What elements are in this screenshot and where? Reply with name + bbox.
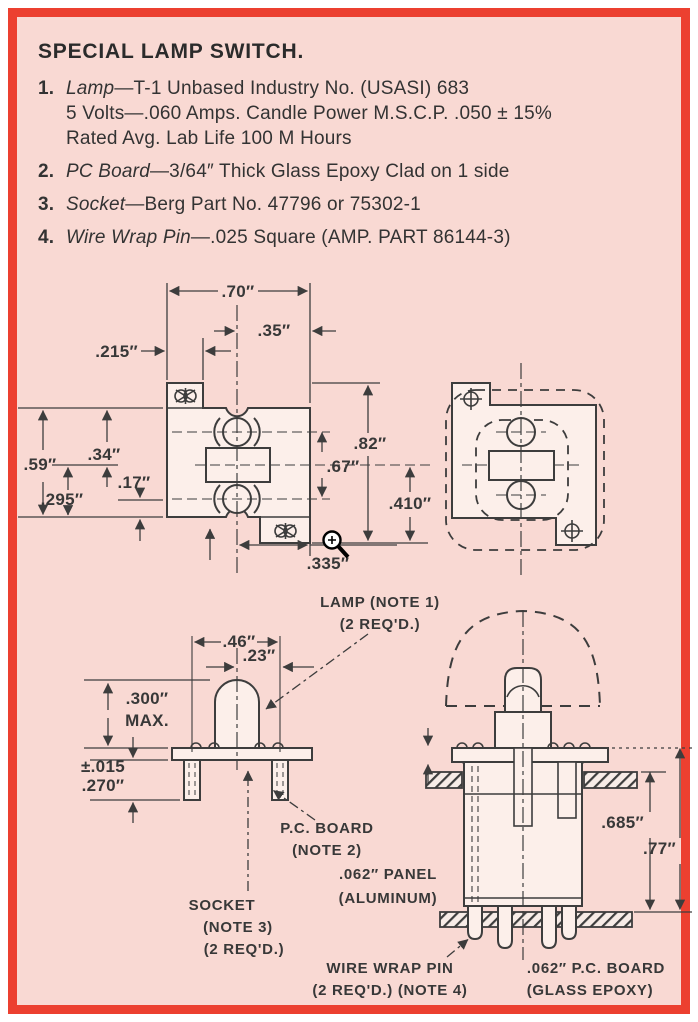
front-view-dimensions	[18, 283, 428, 560]
socket-pin-left	[183, 759, 201, 801]
dim-82: .82″	[354, 434, 387, 453]
note-number: 2.	[38, 161, 55, 182]
wire-wrap-pin-1	[467, 905, 483, 941]
label-wire-wrap-pin: WIRE WRAP PIN	[326, 960, 453, 977]
label-wire-wrap-note4: (2 REQ'D.) (NOTE 4)	[312, 982, 467, 999]
dim-300: .300″	[126, 689, 169, 708]
dim-270: .270″	[82, 776, 125, 795]
label-pc-board: P.C. BOARD	[280, 820, 373, 837]
label-pc-board-note2: (NOTE 2)	[292, 842, 362, 859]
lamp-assembly-drawing	[171, 648, 313, 801]
label-glass-epoxy: (GLASS EPOXY)	[527, 982, 654, 999]
label-lamp-reqd: (2 REQ'D.)	[340, 616, 421, 633]
dim-59: .59″	[24, 455, 57, 474]
note-line: Rated Avg. Lab Life 100 M Hours	[66, 128, 352, 149]
note-number: 1.	[38, 78, 55, 99]
dim-35: .35″	[258, 321, 291, 340]
wire-wrap-pin-2	[497, 905, 513, 950]
mounting-hole-top	[460, 388, 482, 410]
dim-46: .46″	[223, 632, 256, 651]
note-number: 3.	[38, 194, 55, 215]
label-lamp-note1: LAMP (NOTE 1)	[320, 594, 440, 611]
socket-board	[171, 747, 313, 761]
label-pc-board-glass: .062″ P.C. BOARD	[527, 960, 665, 977]
note-line: 5 Volts—.060 Amps. Candle Power M.S.C.P.…	[66, 103, 553, 124]
pc-board-section	[439, 911, 633, 928]
note-rest: —.025 Square (AMP. PART 86144-3)	[190, 227, 511, 248]
dim-410: .410″	[389, 494, 432, 513]
note-text: PC Board—3/64″ Thick Glass Epoxy Clad on…	[66, 159, 510, 184]
dim-23: .23″	[243, 646, 276, 665]
label-socket-note3: (NOTE 3)	[203, 919, 273, 936]
dim-tol-015: ±.015	[81, 757, 125, 776]
mounting-hole-bottom	[561, 520, 583, 542]
label-socket-reqd: (2 REQ'D.)	[204, 941, 285, 958]
panel-section-left	[425, 771, 463, 789]
socket-pin-right	[271, 759, 289, 801]
note-rest: —3/64″ Thick Glass Epoxy Clad on 1 side	[149, 161, 510, 182]
note-term: PC Board	[66, 161, 150, 182]
spec-notes: 1. Lamp—T-1 Unbased Industry No. (USASI)…	[38, 76, 658, 258]
dim-67: .67″	[327, 457, 360, 476]
note-2: 2. PC Board—3/64″ Thick Glass Epoxy Clad…	[38, 159, 658, 184]
note-text: Socket—Berg Part No. 47796 or 75302-1	[66, 192, 421, 217]
front-view-drawing	[166, 305, 432, 575]
bushing	[557, 761, 577, 819]
dim-215: .215″	[95, 342, 138, 361]
note-3: 3. Socket—Berg Part No. 47796 or 75302-1	[38, 192, 658, 217]
dim-70: .70″	[222, 282, 255, 301]
label-socket: SOCKET	[189, 897, 256, 914]
dim-34: .34″	[88, 445, 121, 464]
knurled-fastener-top-left	[174, 388, 197, 404]
note-1: 1. Lamp—T-1 Unbased Industry No. (USASI)…	[38, 76, 658, 151]
dim-77: .77″	[643, 839, 676, 858]
note-rest: —T-1 Unbased Industry No. (USASI) 683	[114, 78, 470, 99]
dim-300-max: MAX.	[125, 711, 169, 730]
wire-wrap-pin-3	[541, 905, 557, 950]
note-term: Wire Wrap Pin	[66, 227, 191, 248]
note-text: Wire Wrap Pin—.025 Square (AMP. PART 861…	[66, 225, 511, 250]
dim-17: .17″	[118, 473, 151, 492]
wire-wrap-pin-4	[561, 905, 577, 941]
knurled-fastener-bottom-right	[274, 523, 297, 539]
note-term: Lamp	[66, 78, 115, 99]
label-panel: .062″ PANEL	[339, 866, 437, 883]
note-term: Socket	[66, 194, 126, 215]
note-4: 4. Wire Wrap Pin—.025 Square (AMP. PART …	[38, 225, 658, 250]
zoom-cursor-icon	[322, 530, 350, 559]
dim-295: .295″	[41, 490, 84, 509]
label-panel-material: (ALUMINUM)	[339, 890, 438, 907]
side-view-dimensions	[422, 728, 692, 958]
lamp-assembly-dimensions	[84, 633, 369, 891]
switch-side-view-drawing	[425, 609, 638, 960]
rear-view-drawing	[445, 363, 605, 575]
note-text: Lamp—T-1 Unbased Industry No. (USASI) 68…	[66, 76, 552, 151]
note-rest: —Berg Part No. 47796 or 75302-1	[125, 194, 421, 215]
note-number: 4.	[38, 227, 55, 248]
dim-685: .685″	[601, 813, 644, 832]
page-title: SPECIAL LAMP SWITCH.	[38, 40, 305, 63]
dim-335: .335″	[307, 554, 350, 573]
panel-section-right	[583, 771, 638, 789]
